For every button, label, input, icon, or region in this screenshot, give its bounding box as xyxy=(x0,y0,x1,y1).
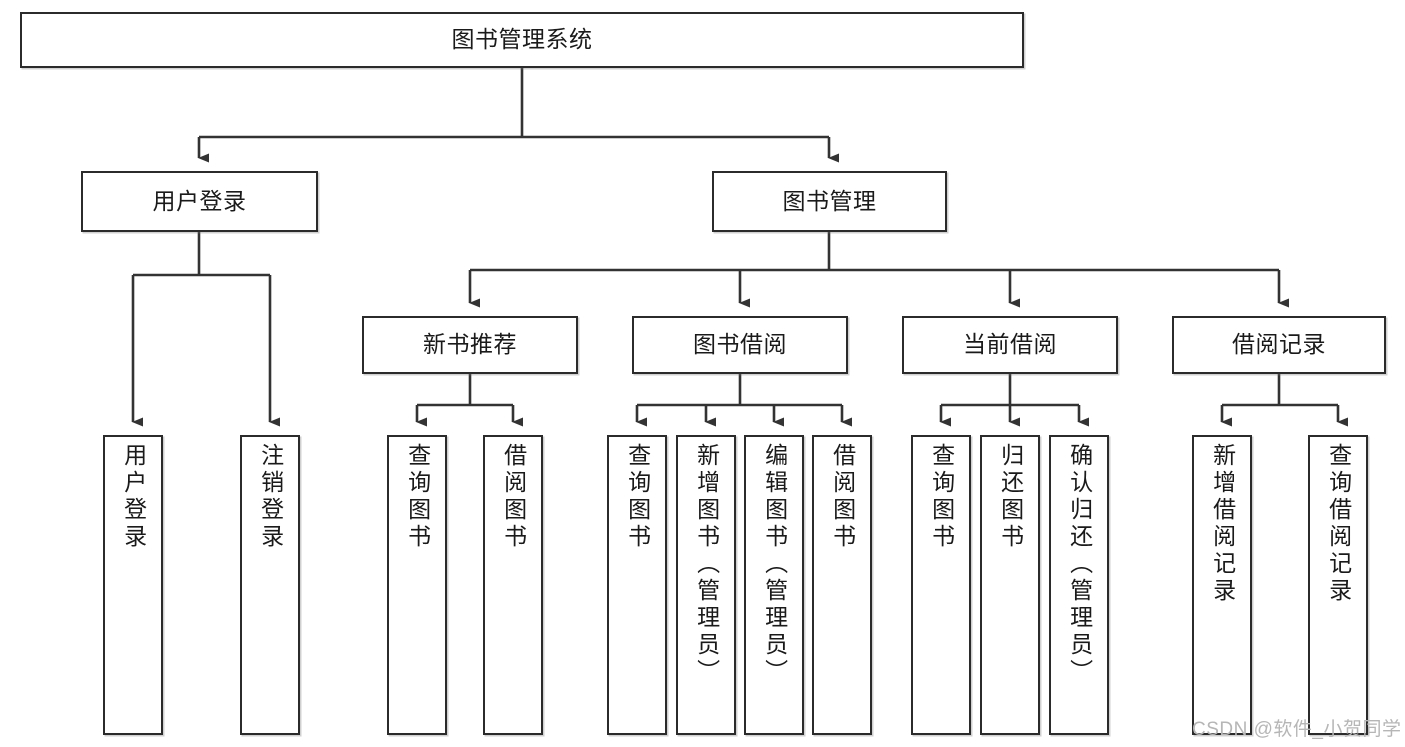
node-book-manage[interactable]: 图书管理 xyxy=(712,171,947,232)
node-leaf-edit-book-admin-label: 编辑图书（管理员） xyxy=(761,443,788,686)
node-leaf-query-book-1[interactable]: 查询图书 xyxy=(387,435,447,735)
node-leaf-user-login-label: 用户登录 xyxy=(120,443,147,551)
node-root-book-management-system[interactable]: 图书管理系统 xyxy=(20,12,1024,68)
node-leaf-logout-login[interactable]: 注销登录 xyxy=(240,435,300,735)
node-leaf-return-book-label: 归还图书 xyxy=(997,443,1024,551)
node-root-label: 图书管理系统 xyxy=(451,26,593,53)
node-leaf-return-book[interactable]: 归还图书 xyxy=(980,435,1040,735)
node-leaf-add-book-admin[interactable]: 新增图书（管理员） xyxy=(676,435,736,735)
node-book-borrow-label: 图书借阅 xyxy=(693,331,787,358)
node-leaf-query-borrow-record[interactable]: 查询借阅记录 xyxy=(1308,435,1368,735)
node-leaf-query-book-3-label: 查询图书 xyxy=(928,443,955,551)
node-leaf-confirm-return-admin[interactable]: 确认归还（管理员） xyxy=(1049,435,1109,735)
node-leaf-confirm-return-admin-label: 确认归还（管理员） xyxy=(1066,443,1093,686)
node-leaf-borrow-book-2[interactable]: 借阅图书 xyxy=(812,435,872,735)
node-user-login-label: 用户登录 xyxy=(152,187,247,214)
node-leaf-query-book-2[interactable]: 查询图书 xyxy=(607,435,667,735)
node-leaf-logout-login-label: 注销登录 xyxy=(257,443,284,551)
node-book-manage-label: 图书管理 xyxy=(782,187,877,214)
node-user-login[interactable]: 用户登录 xyxy=(81,171,318,232)
node-leaf-add-borrow-record-label: 新增借阅记录 xyxy=(1209,443,1236,605)
node-current-borrow[interactable]: 当前借阅 xyxy=(902,316,1118,374)
node-leaf-query-book-3[interactable]: 查询图书 xyxy=(911,435,971,735)
node-leaf-query-book-1-label: 查询图书 xyxy=(404,443,431,551)
node-leaf-edit-book-admin[interactable]: 编辑图书（管理员） xyxy=(744,435,804,735)
node-book-borrow[interactable]: 图书借阅 xyxy=(632,316,848,374)
node-leaf-add-borrow-record[interactable]: 新增借阅记录 xyxy=(1192,435,1252,735)
node-current-borrow-label: 当前借阅 xyxy=(963,331,1057,358)
node-borrow-record[interactable]: 借阅记录 xyxy=(1172,316,1386,374)
node-leaf-query-book-2-label: 查询图书 xyxy=(624,443,651,551)
node-leaf-borrow-book-1[interactable]: 借阅图书 xyxy=(483,435,543,735)
node-borrow-record-label: 借阅记录 xyxy=(1232,331,1326,358)
node-new-book-recommend-label: 新书推荐 xyxy=(423,331,517,358)
node-leaf-user-login[interactable]: 用户登录 xyxy=(103,435,163,735)
node-leaf-add-book-admin-label: 新增图书（管理员） xyxy=(693,443,720,686)
node-leaf-borrow-book-1-label: 借阅图书 xyxy=(500,443,527,551)
node-new-book-recommend[interactable]: 新书推荐 xyxy=(362,316,578,374)
node-leaf-borrow-book-2-label: 借阅图书 xyxy=(829,443,856,551)
node-leaf-query-borrow-record-label: 查询借阅记录 xyxy=(1325,443,1352,605)
